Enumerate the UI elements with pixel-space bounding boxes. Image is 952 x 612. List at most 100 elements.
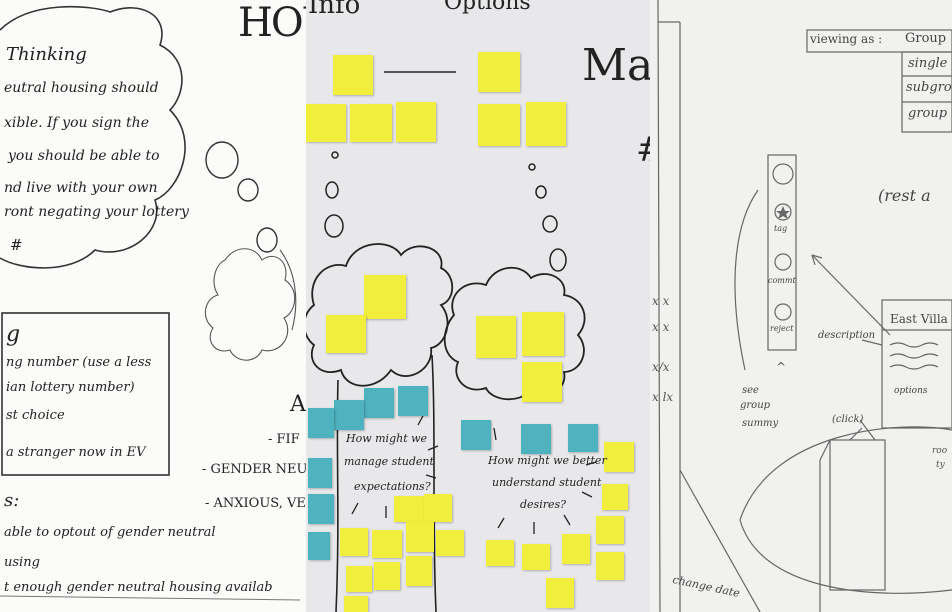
header-partial: HOU	[238, 0, 306, 46]
sticky-note	[333, 55, 373, 95]
see-group-summary: summy	[742, 418, 779, 429]
description-label: description	[818, 330, 876, 341]
sticky-note	[604, 442, 634, 472]
sticky-note	[344, 596, 368, 612]
icon-label: tag	[774, 224, 788, 233]
sticky-note	[478, 52, 520, 92]
photo-whiteboard-thinking: HOU Thinking eutral housing should xible…	[0, 0, 306, 612]
sticky-note	[596, 552, 624, 580]
sticky-note	[346, 566, 372, 592]
cloud-line: #	[10, 236, 23, 254]
left-mark: x/x	[652, 360, 670, 374]
box-line: a stranger now in EV	[6, 445, 146, 460]
box-line: ian lottery number)	[6, 380, 135, 395]
sticky-note	[522, 312, 564, 356]
box-line: st choice	[6, 408, 65, 423]
cloud-line: xible. If you sign the	[4, 115, 149, 131]
options-label[interactable]: options	[894, 386, 928, 396]
question-right-line: desires?	[520, 498, 567, 511]
cloud-line: eutral housing should	[4, 80, 159, 96]
left-mark: x x	[652, 320, 670, 334]
sticky-note	[436, 530, 464, 556]
header-partial: Ma	[582, 40, 650, 91]
question-right-line: How might we better	[488, 454, 607, 467]
reject-icon[interactable]	[775, 304, 791, 320]
cloud-title: Thinking	[6, 44, 87, 65]
sticky-note	[602, 484, 628, 510]
header-info: Info	[308, 0, 361, 20]
side-line: - GENDER NEU	[202, 462, 306, 477]
icon-label: commt	[768, 276, 796, 285]
dropdown-option[interactable]: subgro	[906, 80, 952, 95]
box-title: g	[6, 322, 21, 347]
sticky-note	[308, 532, 330, 560]
cut-label: ty	[936, 460, 945, 470]
cloud-line: you should be able to	[8, 148, 160, 164]
sticky-note	[398, 386, 428, 416]
question-left-line: manage student	[344, 455, 434, 468]
cloud-line: ront negating your lottery	[4, 204, 189, 220]
see-group-summary: group	[740, 400, 771, 411]
sketch-strokes	[657, 0, 952, 612]
sticky-note	[521, 424, 551, 454]
sticky-note	[461, 420, 491, 450]
sticky-note	[478, 104, 520, 146]
sticky-note	[364, 275, 406, 319]
star-icon[interactable]	[775, 204, 791, 220]
question-right-line: understand student	[492, 476, 602, 489]
group-icon[interactable]	[773, 164, 793, 184]
caret-icon: ^	[776, 360, 787, 374]
sticky-note	[522, 544, 550, 570]
bottom-line: t enough gender neutral housing availab	[4, 580, 273, 595]
sticky-note	[394, 496, 424, 522]
sticky-note	[306, 104, 346, 142]
left-mark: x x	[652, 294, 670, 308]
side-line: - ANXIOUS, VE	[205, 496, 306, 511]
sticky-note	[364, 388, 394, 418]
sticky-note	[406, 522, 434, 552]
hash-mark: #	[636, 130, 650, 170]
side-line: - FIF	[268, 432, 300, 447]
sticky-note	[562, 534, 590, 564]
sticky-note	[396, 102, 436, 142]
sticky-note	[526, 102, 566, 146]
side-letter: A	[290, 392, 306, 417]
click-label: (click)	[832, 414, 864, 425]
sticky-note	[424, 494, 452, 522]
card-title[interactable]: East Villa	[890, 312, 948, 326]
photo-whiteboard-sticky-notes: Info Options Ma # How might we manage st…	[306, 0, 650, 612]
question-left-line: How might we	[346, 432, 428, 445]
sketch-strokes	[0, 5, 301, 601]
photo-pencil-wireframe: viewing as : Group single subgro group (…	[650, 0, 952, 612]
sticky-note	[326, 315, 366, 353]
comment-icon[interactable]	[775, 254, 791, 270]
sticky-note	[334, 400, 364, 430]
viewing-as-dropdown[interactable]: Group	[905, 31, 947, 46]
left-mark: x lx	[652, 390, 674, 404]
rest-label: (rest a	[878, 186, 931, 205]
dropdown-option[interactable]: single	[908, 56, 948, 71]
sticky-note	[308, 408, 334, 438]
sticky-note	[546, 578, 574, 608]
bottom-line: able to optout of gender neutral	[4, 525, 216, 540]
sticky-note	[350, 104, 392, 142]
dropdown-option[interactable]: group	[908, 106, 948, 121]
sticky-note	[476, 316, 516, 358]
viewing-as-label: viewing as :	[810, 32, 883, 46]
cloud-line: nd live with your own	[4, 180, 158, 196]
bottom-title: s:	[4, 490, 20, 511]
icon-label: reject	[770, 324, 794, 333]
see-group-summary: see	[742, 385, 759, 396]
sticky-note	[522, 362, 562, 402]
bottom-line: using	[4, 555, 40, 570]
header-options: Options	[444, 0, 531, 15]
cut-label: roo	[932, 446, 948, 456]
sticky-note	[486, 540, 514, 566]
sticky-note	[308, 458, 332, 488]
sticky-note	[406, 556, 432, 586]
box-line: ng number (use a less	[6, 355, 152, 370]
sticky-note	[374, 562, 400, 590]
sticky-note	[596, 516, 624, 544]
sticky-note	[372, 530, 402, 558]
question-left-line: expectations?	[354, 480, 431, 493]
